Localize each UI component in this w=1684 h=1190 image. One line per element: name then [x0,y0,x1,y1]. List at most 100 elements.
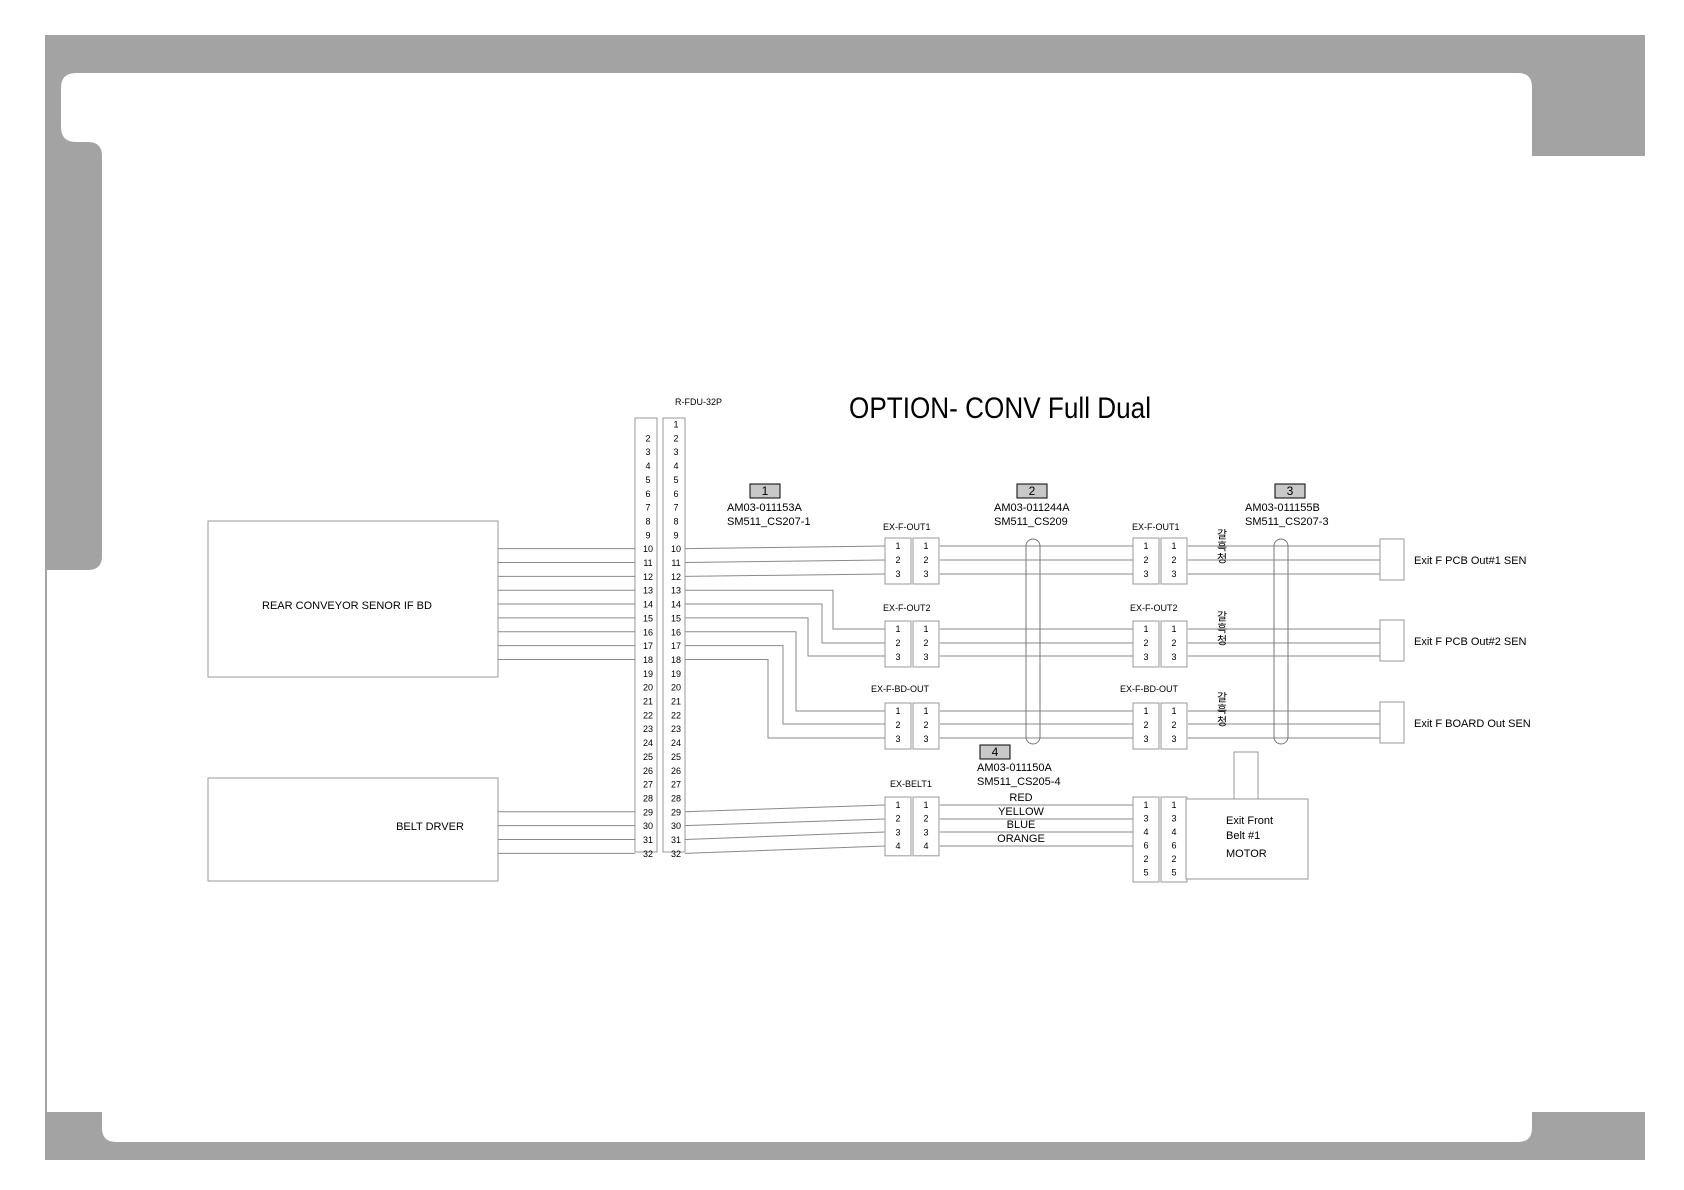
ex-f-bd-out-left-b-pin-2: 2 [923,720,928,730]
main-right-pin-6: 6 [673,489,678,499]
ex-f-out1-right-b-pin-1: 1 [1171,541,1176,551]
wire-color-mark-3-3: 청 [1217,715,1227,728]
ex-belt1-a-pin-2: 2 [895,814,900,824]
ex-f-out1-right-a: 123 [1132,537,1160,585]
wire-out2-2 [685,603,885,644]
main-connector: R-FDU-32P 234567891011121314151617181920… [634,397,722,859]
motor-conn-b-pin-1: 1 [1171,800,1176,810]
main-right-pin-4: 4 [673,461,678,471]
main-left-pin-10: 10 [643,544,653,554]
ex-f-out1-label-right: EX-F-OUT1 [1132,522,1180,532]
ex-f-bd-out-left-b-pin-1: 1 [923,706,928,716]
main-right-pin-12: 12 [671,572,681,582]
ex-f-bd-out-right-b-pin-2: 2 [1171,720,1176,730]
ex-f-bd-out-right-b-pin-3: 3 [1171,734,1176,744]
cable-tag-1: 1 AM03-011153A SM511_CS207-1 [727,483,811,528]
main-left-pin-6: 6 [645,489,650,499]
ex-f-out1-right-b-pin-2: 2 [1171,555,1176,565]
main-right-pin-25: 25 [671,752,681,762]
main-left-pin-9: 9 [645,530,650,540]
ex-f-bd-out-right-a-pin-1: 1 [1143,706,1148,716]
ex-belt1-b-pin-1: 1 [923,800,928,810]
main-right-pin-14: 14 [671,600,681,610]
wire-color-mark-2-3: 청 [1217,634,1227,647]
ex-f-out2-left-b-pin-3: 3 [923,652,928,662]
ex-f-out2-label-left: EX-F-OUT2 [883,603,931,613]
main-left-pin-4: 4 [645,461,650,471]
main-left-pin-27: 27 [643,780,653,790]
ex-f-out2-left-a: 123 [884,620,912,668]
motor-conn-a-pin-1: 1 [1143,800,1148,810]
main-left-pin-32: 32 [643,849,653,859]
ex-belt1-a-pin-4: 4 [895,841,900,851]
main-left-pin-19: 19 [643,669,653,679]
ex-f-out2-right-a-pin-3: 3 [1143,652,1148,662]
ex-f-out1-left-b-pin-2: 2 [923,555,928,565]
ex-f-out1-right-a-pin-2: 2 [1143,555,1148,565]
motor-conn-b-pin-3: 3 [1171,814,1176,824]
main-right-pin-18: 18 [671,655,681,665]
wire-belt-3 [684,831,886,840]
sensor-out1: Exit F PCB Out#1 SEN [1379,538,1527,581]
main-left-pin-31: 31 [643,835,653,845]
wire-color-mark-1-3: 청 [1217,552,1227,565]
main-left-pin-13: 13 [643,586,653,596]
ex-f-bd-out-left-b-pin-3: 3 [923,734,928,744]
ex-f-out2-left-a-pin-1: 1 [895,624,900,634]
wire-bdout-2 [685,645,885,725]
wire-belt-2 [684,818,886,827]
main-left-pin-12: 12 [643,572,653,582]
wire-color-mark-3-2: 흑 [1217,702,1227,716]
cable-3-number: 3 [1287,484,1294,498]
motor-conn-b-pin-5: 5 [1171,868,1176,878]
ex-f-out1-left-a-pin-2: 2 [895,555,900,565]
main-left-pin-2: 2 [645,433,650,443]
ex-f-out2-right-a: 123 [1132,620,1160,668]
wire-bdout-3 [685,658,885,739]
wire-out2-3 [685,617,885,657]
ex-f-bd-out-right-a: 123 [1132,702,1160,750]
cable-1-number: 1 [762,484,769,498]
wire-color-mark-2-2: 흑 [1217,621,1227,635]
cable-4-number: 4 [992,745,999,759]
ex-f-out1-right-b: 123 [1160,537,1188,585]
exit-front-belt-motor: Exit Front Belt #1 MOTOR [1185,751,1309,880]
wire-color-mark-1-1: 갈 [1217,527,1227,541]
ex-belt1-a-pin-3: 3 [895,827,900,837]
ex-f-out1-label-left: EX-F-OUT1 [883,522,931,532]
main-left-pin-26: 26 [643,766,653,776]
main-left-pin-28: 28 [643,793,653,803]
main-right-pin-31: 31 [671,835,681,845]
main-left-pin-22: 22 [643,710,653,720]
main-right-pin-24: 24 [671,738,681,748]
ex-belt1-b-pin-3: 3 [923,827,928,837]
main-right-pin-28: 28 [671,793,681,803]
cable-4-model: SM511_CS205-4 [977,776,1061,788]
main-left-pin-20: 20 [643,683,653,693]
main-left-pin-8: 8 [645,516,650,526]
motor-conn-a-pin-2: 2 [1143,854,1148,864]
main-right-pin-27: 27 [671,780,681,790]
main-right-pin-22: 22 [671,710,681,720]
main-right-pin-17: 17 [671,641,681,651]
main-left-pin-30: 30 [643,821,653,831]
ex-f-bd-out-left-a-pin-3: 3 [895,734,900,744]
main-connector-left-pins: 2345678910111213141516171819202122232425… [643,433,653,858]
wire-color-red: RED [1009,792,1032,804]
main-left-pin-17: 17 [643,641,653,651]
motor-label-line2: Belt #1 [1226,830,1260,842]
sensor-out1-label: Exit F PCB Out#1 SEN [1414,555,1527,567]
main-right-pin-30: 30 [671,821,681,831]
main-right-pin-10: 10 [671,544,681,554]
main-right-pin-21: 21 [671,697,681,707]
motor-label-line3: MOTOR [1226,848,1267,860]
main-left-pin-14: 14 [643,600,653,610]
main-right-pin-9: 9 [673,530,678,540]
main-left-pin-18: 18 [643,655,653,665]
main-right-pin-8: 8 [673,516,678,526]
cable-3-model: SM511_CS207-3 [1245,516,1329,528]
ex-f-bd-out-left-a: 123 [884,702,912,750]
main-right-pin-1: 1 [673,420,678,430]
